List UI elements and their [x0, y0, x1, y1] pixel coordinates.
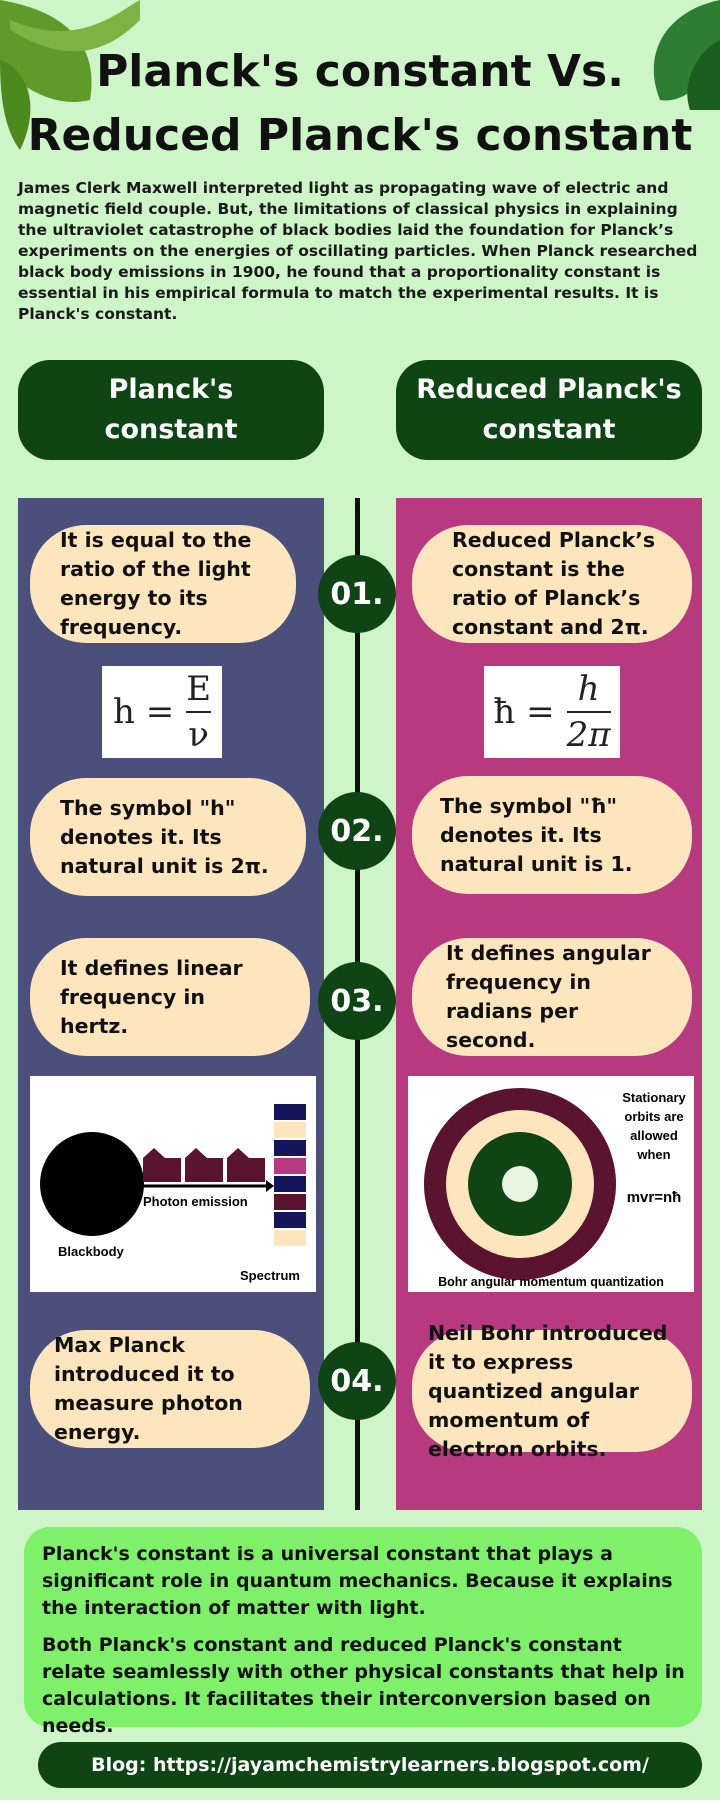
- blackbody-diagram: Photon emission Blackbody Spectrum: [40, 1104, 306, 1283]
- nucleus: [502, 1166, 538, 1202]
- formula-planck-numerator: E: [186, 669, 212, 709]
- summary-paragraph-1: Planck's constant is a universal constan…: [42, 1543, 673, 1619]
- formula-planck: h = E ν: [102, 666, 222, 758]
- orbit-note-line1: Stationary: [622, 1090, 686, 1105]
- page-title: Planck's constant Vs. Reduced Planck's c…: [0, 40, 720, 168]
- leaf-decoration-top-right: [653, 0, 720, 110]
- number-badge-4: 04.: [318, 1342, 396, 1420]
- emission-arrow-head: [266, 1180, 274, 1192]
- left-point-2: The symbol "h" denotes it. Its natural u…: [30, 778, 306, 896]
- photon-emission-label: Photon emission: [143, 1194, 248, 1209]
- right-point-4: Neil Bohr introduced it to express quant…: [412, 1321, 692, 1461]
- bohr-illustration: Stationary orbits are allowed when mvr=n…: [408, 1076, 694, 1292]
- formula-planck-denominator: ν: [188, 715, 209, 755]
- spectrum-label: Spectrum: [240, 1268, 300, 1283]
- right-point-3: It defines angular frequency in radians …: [412, 938, 692, 1056]
- fraction-bar: [186, 711, 212, 713]
- quantization-equation: mvr=nħ: [627, 1189, 682, 1206]
- summary-paragraph-2: Both Planck's constant and reduced Planc…: [42, 1634, 685, 1737]
- page-title-line1: Planck's constant Vs.: [96, 46, 624, 97]
- left-column-header: Planck's constant: [18, 360, 324, 460]
- formula-planck-lhs: h =: [112, 692, 175, 732]
- spectrum-bar: [274, 1104, 306, 1246]
- photon-packet-cap: [185, 1148, 207, 1158]
- photon-packet-cap: [143, 1148, 165, 1158]
- formula-reduced-numerator: h: [577, 669, 600, 709]
- photon-packet-cap: [227, 1148, 249, 1158]
- number-badge-3: 03.: [318, 962, 396, 1040]
- summary-box: Planck's constant is a universal constan…: [24, 1527, 702, 1737]
- blackbody-illustration: Photon emission Blackbody Spectrum: [30, 1076, 316, 1292]
- photon-packet: [143, 1158, 181, 1182]
- formula-planck-fraction: E ν: [186, 669, 212, 755]
- bohr-caption: Bohr angular momentum quantization: [438, 1275, 664, 1289]
- bohr-diagram: Stationary orbits are allowed when mvr=n…: [424, 1088, 687, 1289]
- right-column-header: Reduced Planck's constant: [396, 360, 702, 460]
- orbit-note-line2: orbits are: [624, 1109, 683, 1124]
- number-badge-2: 02.: [318, 792, 396, 870]
- formula-reduced-denominator: 2π: [566, 715, 611, 755]
- fraction-bar: [566, 711, 611, 713]
- blackbody-label: Blackbody: [58, 1244, 125, 1259]
- page-title-line2: Reduced Planck's constant: [27, 110, 693, 161]
- formula-reduced-fraction: h 2π: [566, 669, 611, 755]
- left-point-4: Max Planck introduced it to measure phot…: [30, 1330, 310, 1448]
- formula-reduced-planck: ħ = h 2π: [484, 666, 620, 758]
- photon-packet: [227, 1158, 265, 1182]
- left-point-1: It is equal to the ratio of the light en…: [30, 525, 296, 643]
- blog-link[interactable]: Blog: https://jayamchemistrylearners.blo…: [38, 1742, 702, 1788]
- formula-reduced-lhs: ħ =: [493, 692, 555, 732]
- intro-paragraph: James Clerk Maxwell interpreted light as…: [18, 179, 698, 323]
- orbit-note-line3: allowed: [630, 1128, 678, 1143]
- number-badge-1: 01.: [318, 555, 396, 633]
- photon-packet: [185, 1158, 223, 1182]
- right-point-1: Reduced Planck’s constant is the ratio o…: [412, 525, 692, 643]
- orbit-note-line4: when: [636, 1147, 670, 1162]
- left-point-3: It defines linear frequency in hertz.: [30, 938, 310, 1056]
- right-point-2: The symbol "ħ" denotes it. Its natural u…: [412, 776, 692, 894]
- blackbody-circle: [40, 1132, 144, 1236]
- leaf-decoration-top-left: [0, 0, 140, 150]
